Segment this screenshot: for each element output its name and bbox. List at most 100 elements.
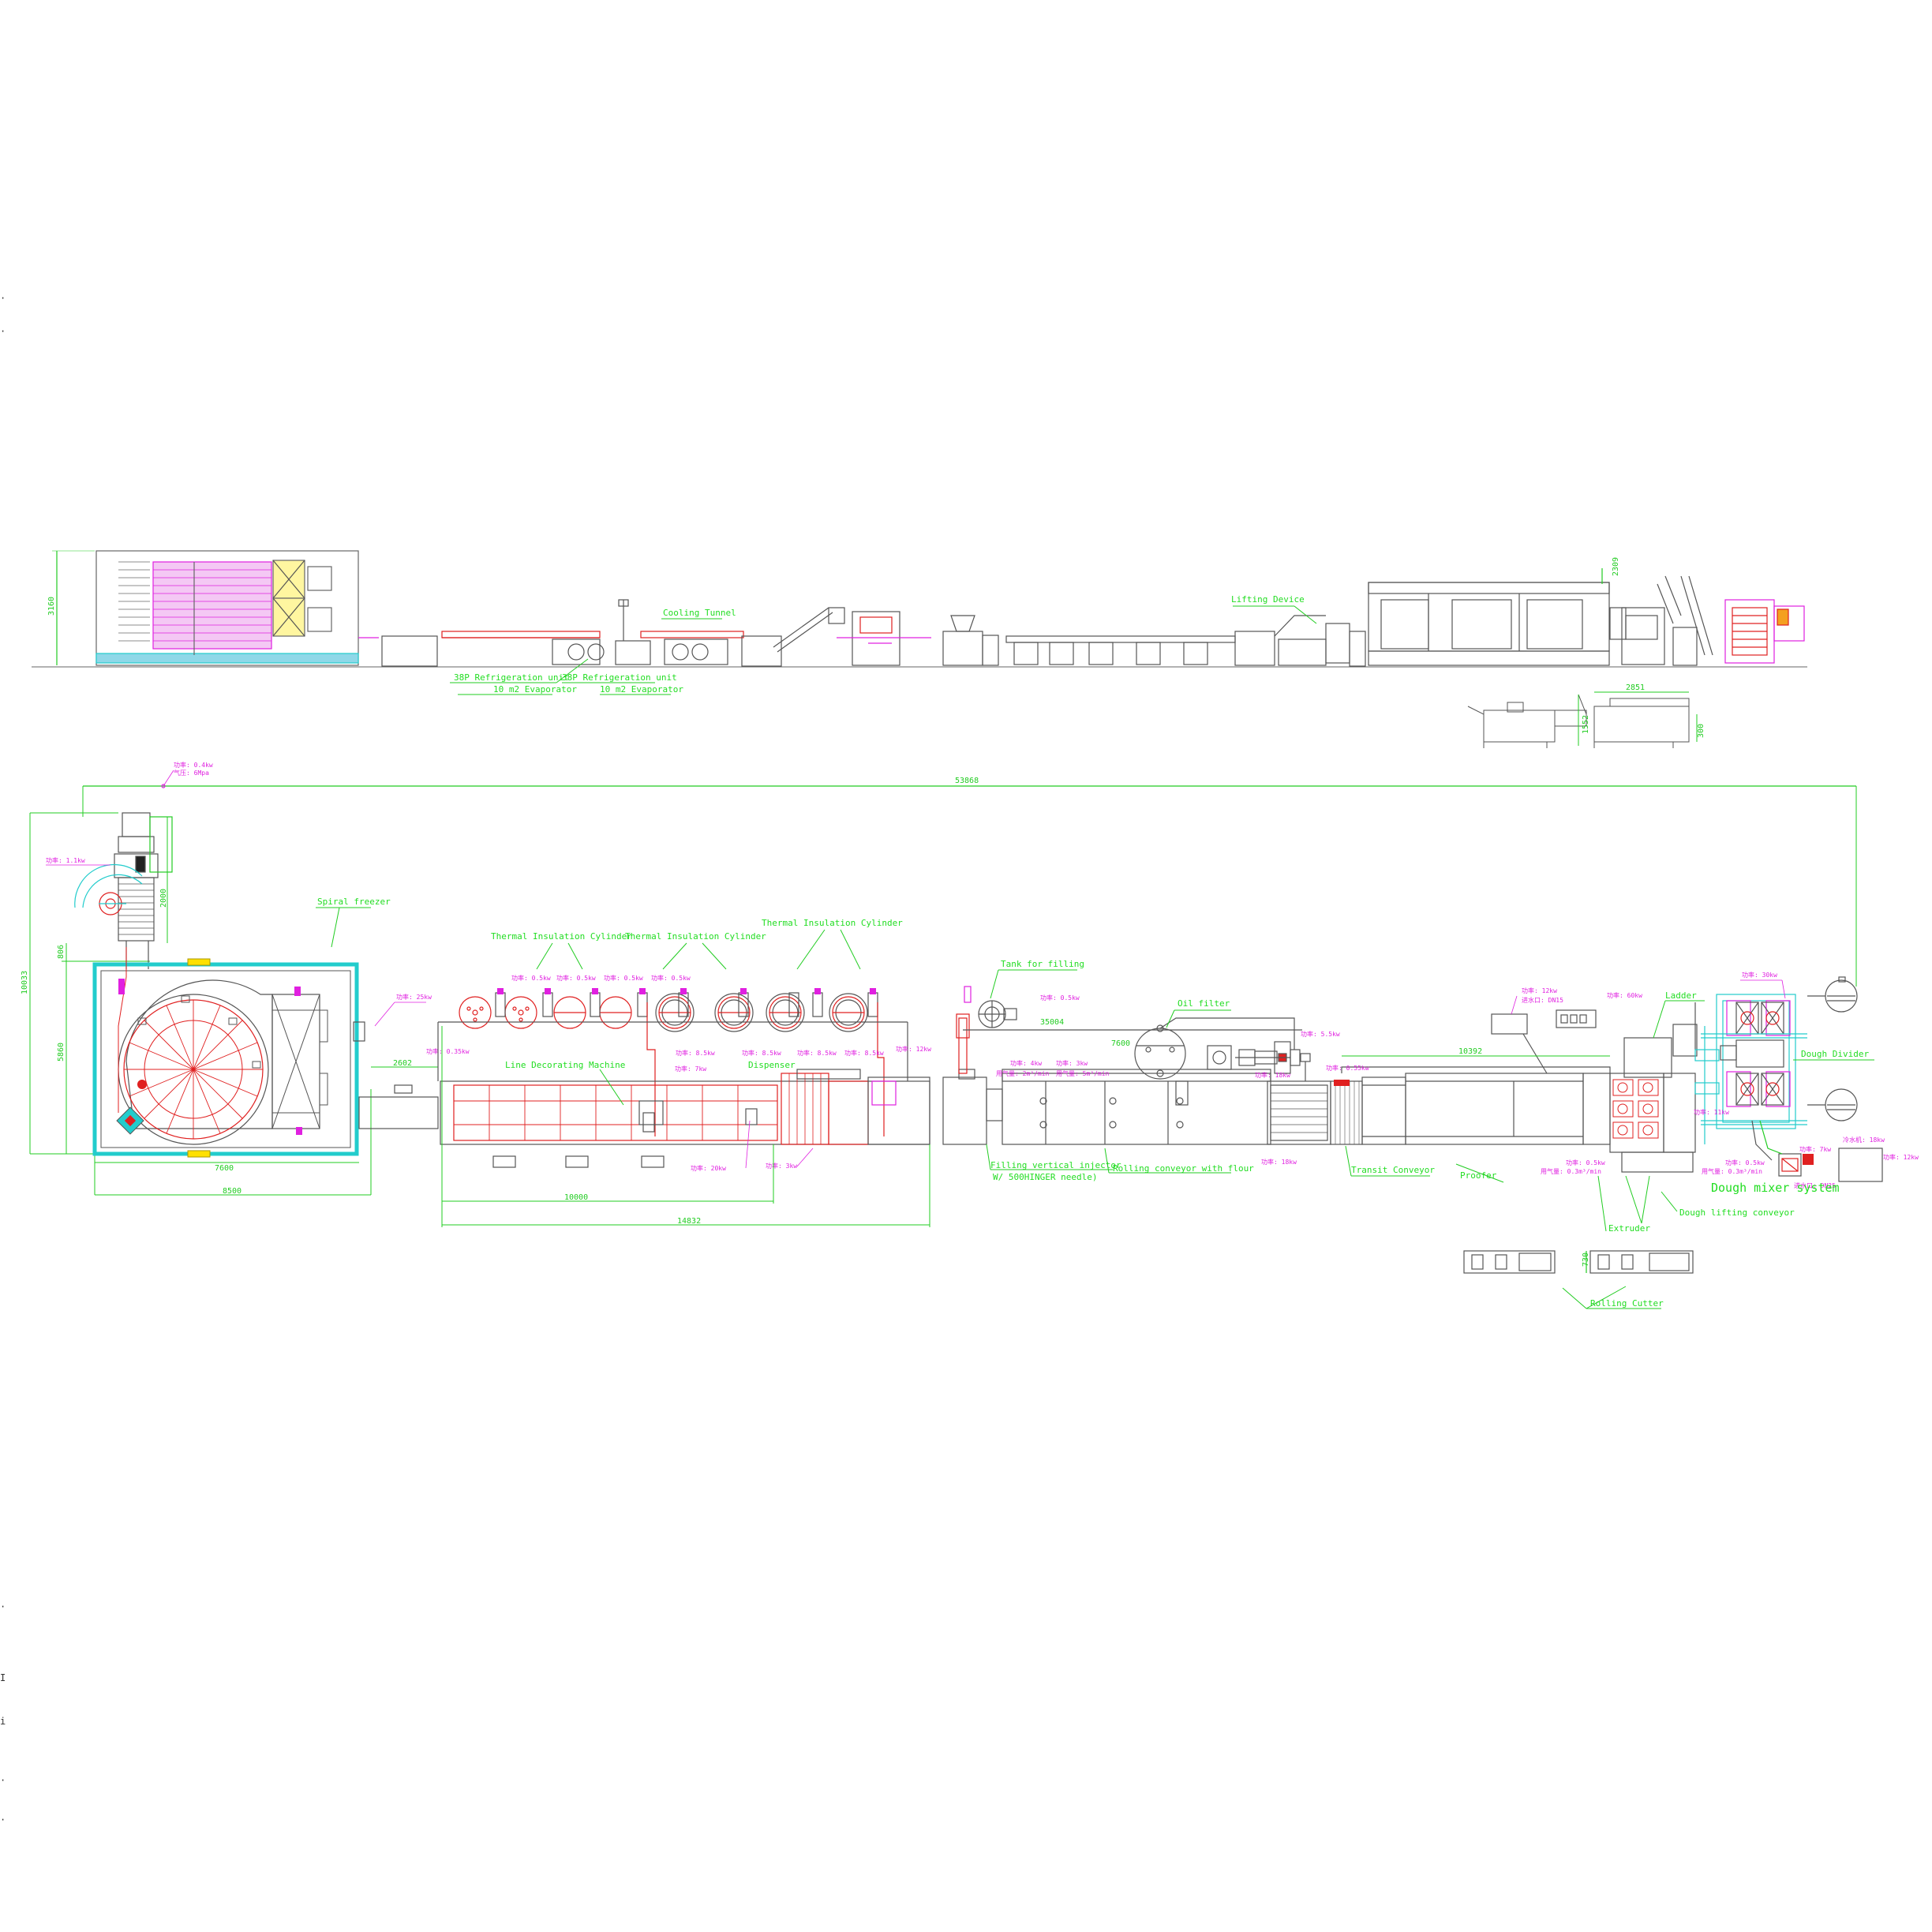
svg-text:功率: 25kw: 功率: 25kw — [396, 993, 432, 1001]
svg-text:功率: 0.5kw: 功率: 0.5kw — [511, 974, 551, 982]
rolling-cutter-labels: 730 Rolling Cutter — [1562, 1252, 1664, 1309]
line-decorating-machine — [437, 1021, 930, 1168]
svg-text:功率: 12kw: 功率: 12kw — [896, 1045, 931, 1053]
svg-text:功率: 11kw: 功率: 11kw — [1694, 1108, 1729, 1116]
mixer-divider-section — [1556, 976, 1883, 1182]
svg-text:功率: 12kw: 功率: 12kw — [1883, 1153, 1919, 1161]
side-view-labels: Lifting Device Cooling Tunnel 38P Refrig… — [450, 594, 1317, 695]
svg-text:气压: 6Mpa: 气压: 6Mpa — [174, 769, 209, 777]
svg-text:功率: 0.5kw: 功率: 0.5kw — [1725, 1159, 1765, 1166]
spiral-feeder-labels: 功率: 0.4kw 气压: 6Mpa 功率: 1.1kw — [46, 761, 213, 866]
svg-text:功率: 0.55kw: 功率: 0.55kw — [1326, 1064, 1369, 1072]
svg-text:7600: 7600 — [1111, 1039, 1130, 1048]
svg-text:功率: 0.35kw: 功率: 0.35kw — [426, 1047, 470, 1055]
svg-text:功率: 30kw: 功率: 30kw — [1742, 971, 1777, 979]
label-dough-lifting-conveyor: Dough lifting conveyor — [1679, 1208, 1795, 1218]
svg-text:功率: 7kw: 功率: 7kw — [675, 1065, 706, 1073]
label-cooling-tunnel: Cooling Tunnel — [663, 608, 736, 618]
mixer-labels: Ladder Dough Divider 功率: 30kw 功率: 11kw 功… — [1541, 971, 1919, 1234]
label-lifting-device: Lifting Device — [1231, 594, 1305, 605]
margin-marks: · · · I i · · — [0, 293, 6, 1825]
svg-text:2309: 2309 — [1612, 557, 1620, 576]
svg-text:功率: 3kw: 功率: 3kw — [1056, 1059, 1088, 1067]
overall-length-dimension: 53868 — [82, 777, 1857, 987]
decorating-dimensions: 10000 14832 — [441, 1026, 930, 1227]
svg-text:功率: 5.5kw: 功率: 5.5kw — [1301, 1030, 1340, 1038]
label-thermal-cylinder-2: Thermal Insulation Cylinder — [625, 931, 766, 942]
oil-labels: Oil filter 7600 功率: 5.5kw 功率: 18kw 功率: 1… — [1104, 998, 1340, 1174]
svg-text:功率: 8.5kw: 功率: 8.5kw — [742, 1049, 781, 1057]
left-dimensions — [29, 812, 372, 1196]
svg-text:8500: 8500 — [223, 1187, 242, 1196]
transfer-labels: 2602 功率: 0.35kw — [371, 1047, 470, 1068]
label-proofer: Proofer — [1460, 1170, 1497, 1181]
label-oil-filter: Oil filter — [1178, 998, 1230, 1009]
label-dispenser: Dispenser — [748, 1060, 796, 1070]
svg-text:14832: 14832 — [677, 1217, 701, 1226]
svg-text:进水口: DN15: 进水口: DN15 — [1522, 996, 1563, 1004]
left-dimension-labels: 10033 2000 806 5860 7600 8500 — [21, 889, 242, 1196]
proofer-labels: 10392 功率: 0.55kw Transit Conveyor Proofe… — [1326, 987, 1642, 1183]
svg-text:功率: 0.5kw: 功率: 0.5kw — [1566, 1159, 1605, 1166]
label-tank-for-filling: Tank for filling — [1001, 959, 1084, 969]
svg-text:·: · — [0, 326, 6, 337]
label-evaporator-1: 10 m2 Evaporator — [493, 684, 577, 695]
side-elevation-view: 3160 — [32, 550, 1807, 668]
label-thermal-cylinder-1: Thermal Insulation Cylinder — [491, 931, 632, 942]
label-refrigeration-unit-1: 38P Refrigeration unit — [454, 672, 569, 683]
svg-text:3160: 3160 — [47, 597, 56, 616]
svg-text:·: · — [0, 293, 6, 304]
label-ladder: Ladder — [1665, 990, 1697, 1001]
svg-text:功率: 12kw: 功率: 12kw — [1522, 987, 1557, 994]
svg-text:功率: 8.5kw: 功率: 8.5kw — [676, 1049, 715, 1057]
svg-text:300: 300 — [1697, 724, 1705, 738]
svg-text:功率: 0.5kw: 功率: 0.5kw — [556, 974, 596, 982]
svg-text:2851: 2851 — [1626, 683, 1645, 692]
small-elevation-dims: 2851 1552 300 — [1582, 683, 1705, 738]
label-thermal-cylinder-3: Thermal Insulation Cylinder — [762, 918, 903, 928]
svg-text:·: · — [0, 1814, 6, 1825]
label-needle-note: W/ 500HINGER needle) — [993, 1172, 1097, 1182]
svg-text:10000: 10000 — [564, 1193, 588, 1202]
svg-text:10392: 10392 — [1458, 1047, 1482, 1056]
svg-text:功率: 0.5kw: 功率: 0.5kw — [1040, 994, 1080, 1002]
svg-text:功率: 0.4kw: 功率: 0.4kw — [174, 761, 213, 769]
svg-text:功率: 1.1kw: 功率: 1.1kw — [46, 856, 85, 864]
svg-text:35004: 35004 — [1040, 1018, 1064, 1027]
decorating-labels: Line Decorating Machine Dispenser 功率: 7k… — [505, 1045, 931, 1172]
svg-text:1552: 1552 — [1582, 715, 1590, 734]
spiral-freezer-plan — [92, 947, 365, 1158]
svg-text:功率: 4kw: 功率: 4kw — [1010, 1059, 1042, 1067]
svg-text:·: · — [0, 1775, 6, 1786]
svg-text:7600: 7600 — [215, 1164, 234, 1173]
svg-text:功率: 8.5kw: 功率: 8.5kw — [844, 1049, 884, 1057]
svg-text:功率: 0.5kw: 功率: 0.5kw — [604, 974, 643, 982]
thermal-cylinders — [459, 988, 885, 1136]
svg-text:功率: 3kw: 功率: 3kw — [766, 1162, 797, 1170]
svg-text:功率: 7kw: 功率: 7kw — [1799, 1145, 1831, 1153]
svg-text:冷水机: 18kw: 冷水机: 18kw — [1843, 1136, 1885, 1144]
label-extruder: Extruder — [1608, 1223, 1650, 1234]
svg-text:53868: 53868 — [955, 777, 979, 785]
svg-text:·: · — [0, 1601, 6, 1612]
svg-text:10033: 10033 — [21, 971, 29, 994]
svg-text:功率: 18kw: 功率: 18kw — [1261, 1158, 1297, 1166]
svg-text:2602: 2602 — [393, 1059, 412, 1068]
label-filling-vertical-injector: Filling vertical injector — [990, 1160, 1121, 1170]
rolling-cutter — [1463, 1250, 1694, 1274]
svg-text:2000: 2000 — [159, 889, 168, 908]
svg-text:功率: 18kw: 功率: 18kw — [1255, 1071, 1290, 1079]
label-transit-conveyor: Transit Conveyor — [1351, 1165, 1435, 1175]
oil-filter-rolling-section — [1134, 1017, 1363, 1145]
thermal-cylinder-labels: Thermal Insulation Cylinder Thermal Insu… — [491, 918, 903, 982]
svg-text:功率: 8.5kw: 功率: 8.5kw — [797, 1049, 837, 1057]
transfer-conveyor — [358, 1084, 439, 1129]
svg-text:I: I — [0, 1672, 6, 1683]
svg-text:806: 806 — [57, 945, 66, 959]
label-dough-divider: Dough Divider — [1801, 1049, 1869, 1059]
svg-text:5860: 5860 — [57, 1043, 66, 1061]
svg-text:功率: 60kw: 功率: 60kw — [1607, 991, 1642, 999]
small-elevations — [1467, 691, 1698, 748]
svg-text:用气量: 2m³/min: 用气量: 2m³/min — [996, 1069, 1050, 1077]
